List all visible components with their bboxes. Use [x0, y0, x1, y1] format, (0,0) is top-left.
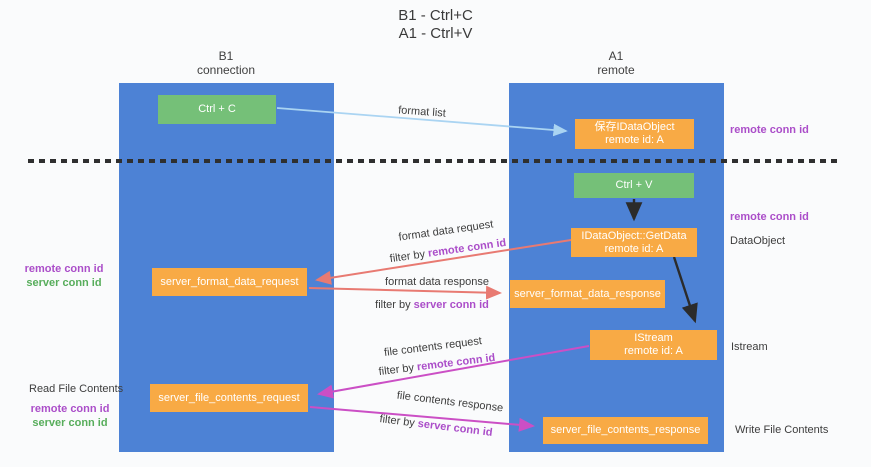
filter-by-text: filter by: [375, 299, 414, 311]
annotation-dataobject: DataObject: [730, 235, 786, 247]
node-ctrl-v: Ctrl + V: [574, 173, 694, 198]
remote-conn-id-label: remote conn id: [24, 263, 104, 275]
ctrl-c-label: Ctrl + C: [198, 103, 236, 115]
lane-b1-role: connection: [196, 63, 256, 77]
remote-conn-id-label: remote conn id: [30, 403, 110, 415]
lane-a1-role: remote: [597, 63, 635, 77]
label-format-data-response-filter: filter by server conn id: [375, 299, 489, 311]
filter-by-text: filter by: [378, 413, 419, 430]
save-idataobject-line1: 保存IDataObject: [594, 121, 675, 133]
node-server-file-contents-request: server_file_contents_request: [150, 384, 308, 412]
istream-line2: remote id: A: [624, 345, 683, 357]
annotation-left-conn-ids-top: remote conn id server conn id: [14, 262, 114, 290]
phase-divider-dashed-line: [28, 159, 840, 163]
istream-line1: IStream: [634, 332, 673, 344]
server-conn-id-label: server conn id: [26, 277, 102, 289]
remote-conn-id-text: remote conn id: [416, 351, 496, 374]
server-format-data-response-label: server_format_data_response: [514, 287, 661, 300]
annotation-remote-conn-id-top: remote conn id: [730, 124, 809, 136]
lane-a1-name: A1: [608, 49, 624, 63]
lane-b1-name: B1: [218, 49, 234, 63]
annotation-istream: Istream: [731, 341, 768, 353]
server-conn-id-text: server conn id: [413, 299, 489, 311]
ctrl-v-label: Ctrl + V: [615, 179, 653, 191]
getdata-line1: IDataObject::GetData: [581, 229, 687, 242]
server-conn-id-label: server conn id: [32, 417, 108, 429]
node-ctrl-c: Ctrl + C: [158, 95, 276, 124]
title-line-2: A1 - Ctrl+V: [398, 25, 473, 42]
label-format-list: format list: [397, 104, 447, 120]
annotation-left-conn-ids-bottom: remote conn id server conn id: [20, 402, 120, 430]
remote-conn-id-text: remote conn id: [427, 236, 507, 260]
server-conn-id-text: server conn id: [417, 417, 494, 439]
node-istream: IStream remote id: A: [590, 330, 717, 360]
annotation-remote-conn-id-mid: remote conn id: [730, 211, 809, 223]
node-server-format-data-request: server_format_data_request: [152, 268, 307, 296]
node-idataobject-getdata: IDataObject::GetData remote id: A: [571, 228, 697, 257]
node-server-file-contents-response: server_file_contents_response: [543, 417, 708, 444]
lane-header-a1: A1 remote: [536, 49, 696, 77]
node-save-idataobject: 保存IDataObject remote id: A: [575, 119, 694, 149]
filter-by-text: filter by: [389, 247, 429, 266]
server-file-contents-request-label: server_file_contents_request: [158, 391, 300, 404]
label-format-data-response: format data response: [385, 276, 489, 288]
lane-header-b1: B1 connection: [146, 49, 306, 77]
filter-by-text: filter by: [378, 361, 418, 379]
label-file-contents-response-filter: filter by server conn id: [379, 413, 493, 439]
label-file-contents-response: file contents response: [396, 389, 504, 415]
arrow-format-data-response: [308, 285, 502, 300]
annotation-write-file-contents: Write File Contents: [735, 424, 829, 436]
server-file-contents-response-label: server_file_contents_response: [550, 424, 701, 436]
diagram-title: B1 - Ctrl+C A1 - Ctrl+V: [0, 7, 871, 43]
node-server-format-data-response: server_format_data_response: [510, 280, 665, 308]
title-line-1: B1 - Ctrl+C: [398, 7, 473, 24]
annotation-read-file-contents: Read File Contents: [29, 383, 124, 395]
save-idataobject-line2: remote id: A: [605, 134, 664, 146]
server-format-data-request-label: server_format_data_request: [160, 275, 299, 288]
getdata-line2: remote id: A: [604, 242, 664, 255]
